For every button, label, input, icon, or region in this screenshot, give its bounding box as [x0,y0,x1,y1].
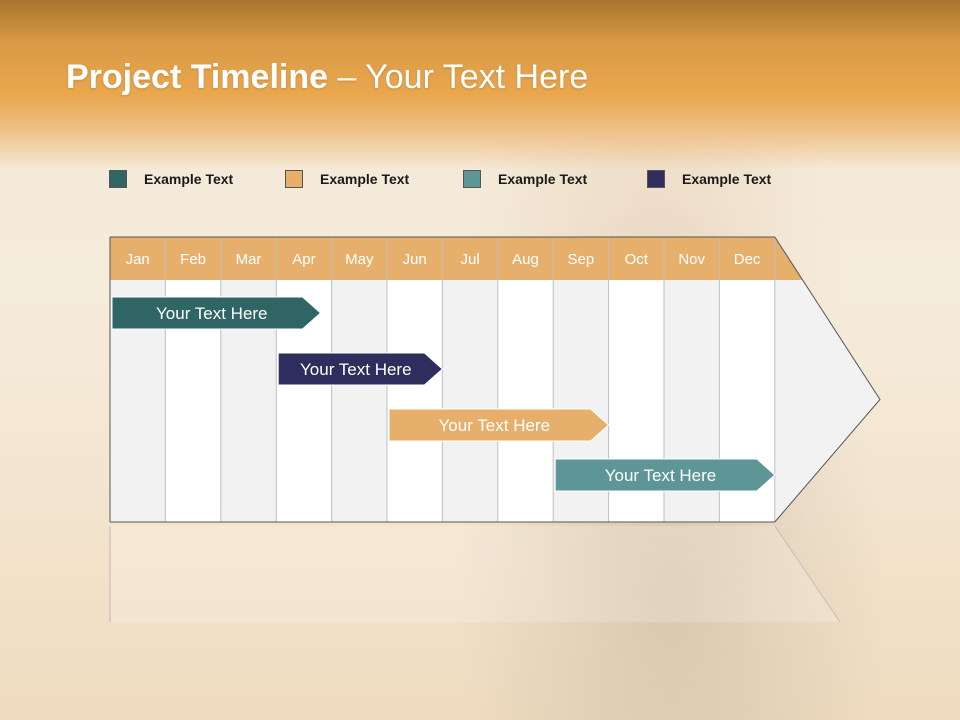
month-header-cell [331,237,387,280]
legend-swatch [285,170,303,188]
legend-item: Example Text [463,170,587,188]
month-header-cell [110,237,166,280]
month-label: Nov [678,251,705,268]
arrow-tip [774,237,880,522]
legend-label: Example Text [498,171,588,187]
task-label: Your Text Here [156,304,268,323]
title-bold: Project Timeline [66,58,329,96]
task-bar [277,352,444,386]
month-label: Aug [512,251,539,268]
legend-swatch [109,170,127,188]
month-header-cell [608,237,664,280]
legend-item: Example Text [647,170,771,188]
month-header-cell [719,237,775,280]
task-label: Your Text Here [439,416,551,435]
legend-item: Example Text [109,170,233,188]
task-label: Your Text Here [300,360,412,379]
arrow-outline [774,236,881,523]
month-label: Mar [236,251,262,268]
month-label: Feb [180,251,206,268]
month-label: May [345,251,374,268]
month-label: Oct [625,251,649,268]
month-label: Jun [403,251,427,268]
task-bar [554,458,776,492]
legend-item: Example Text [285,170,409,188]
month-label: Sep [568,251,595,268]
reflection-edge [774,525,841,623]
legend-label: Example Text [320,171,410,187]
month-header-cell [664,237,720,280]
month-label: Apr [292,251,315,268]
title-rest: – Your Text Here [328,58,589,96]
legend-swatch [647,170,665,188]
month-header-cell [553,237,609,280]
month-column [387,280,443,522]
month-column [331,280,387,522]
month-header-cell [387,237,443,280]
task-label: Your Text Here [605,466,717,485]
legend: Example Text Example Text Example Text E… [0,170,960,194]
legend-label: Example Text [144,171,234,187]
month-header-cell [165,237,221,280]
month-header-cell [497,237,554,280]
month-label: Jan [126,251,150,268]
month-header-cell [220,237,277,280]
month-header-cell [276,237,332,280]
month-column [497,280,554,522]
legend-swatch [463,170,481,188]
legend-label: Example Text [682,171,772,187]
task-bar [111,296,322,330]
timeline-reflection [110,526,840,622]
month-label: Jul [461,251,480,268]
page-title: Project Timeline – Your Text Here [66,58,588,97]
header-band [0,0,960,170]
month-header-cell [442,237,498,280]
month-column [442,280,498,522]
task-bar [388,408,610,442]
month-label: Dec [734,251,761,268]
